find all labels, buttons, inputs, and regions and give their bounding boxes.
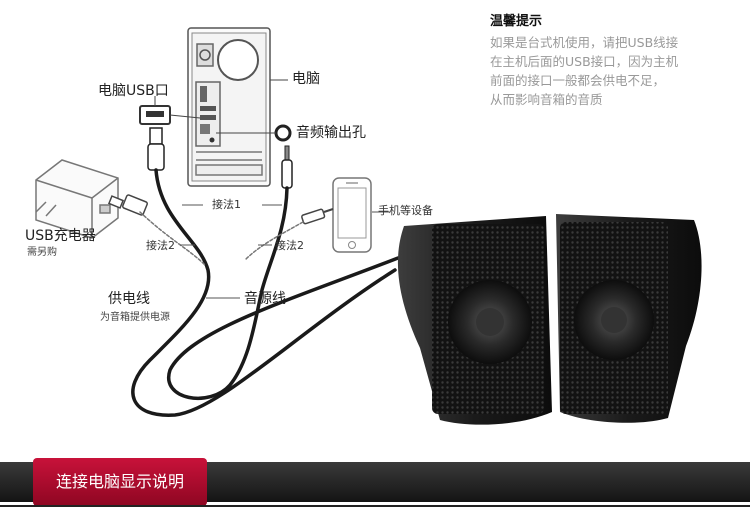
label-method2-left: 接法2 [146,239,175,252]
tip-line: 在主机后面的USB接口，因为主机 [490,54,679,69]
tip-title: 温馨提示 [490,14,543,29]
phone-icon [332,177,372,253]
tip-line: 从而影响音箱的音质 [490,92,603,107]
label-usb-port: 电脑USB口 [98,83,169,99]
callout-lines [180,204,390,299]
label-method2-right: 接法2 [275,239,304,252]
audio-jack-icon [216,124,292,142]
cable-lines [131,168,400,417]
section-banner-title: 连接电脑显示说明 [33,458,207,506]
tip-line: 前面的接口一般都会供电不足， [490,73,666,88]
label-computer: 电脑 [292,71,320,87]
computer-tower-icon [187,27,288,187]
usb-charger-icon [35,159,119,239]
label-audio-out: 音频输出孔 [296,125,366,141]
section-divider [0,505,750,507]
label-audio-cable: 音源线 [244,291,286,307]
label-method1: 接法1 [212,198,241,211]
audio-plug-icon [281,145,293,189]
tip-body: 如果是台式机使用，请把USB线接 在主机后面的USB接口，因为主机 前面的接口一… [490,33,740,109]
label-power-cable: 供电线 [108,291,150,307]
speaker-right-icon [556,214,702,423]
label-power-cable-note: 为音箱提供电源 [100,312,170,323]
usb-port-icon [139,96,201,125]
label-phone: 手机等设备 [378,204,433,217]
label-usb-charger: USB充电器 [25,228,96,244]
label-usb-charger-note: 需另购 [27,247,57,258]
charger-usb-plug-icon [107,194,148,216]
phone-audio-plug-icon [301,208,334,225]
usb-plug-icon [147,127,165,171]
tip-line: 如果是台式机使用，请把USB线接 [490,35,679,50]
speaker-left-icon [397,216,552,425]
